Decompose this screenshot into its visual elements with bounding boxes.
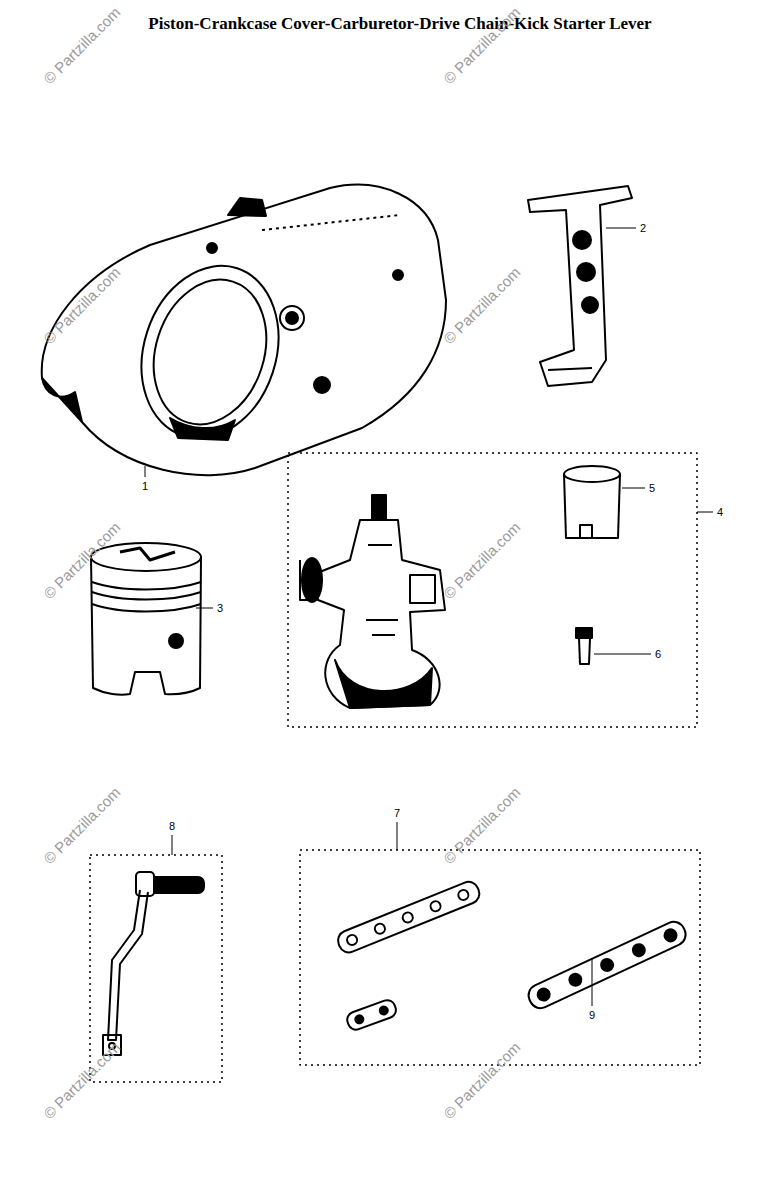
throttle-slide <box>564 466 620 538</box>
callout-number: 3 <box>217 602 223 614</box>
callout-number: 2 <box>640 222 646 234</box>
watermark: © Partzilla.com <box>40 264 123 347</box>
watermark: © Partzilla.com <box>40 1039 123 1122</box>
jet <box>576 628 592 664</box>
group-bracket <box>300 850 700 1065</box>
watermark: © Partzilla.com <box>440 784 523 867</box>
diagram-title: Piston-Crankcase Cover-Carburetor-Drive … <box>148 14 651 34</box>
callout-number: 4 <box>717 506 723 518</box>
callout-number: 8 <box>169 820 175 832</box>
watermark: © Partzilla.com <box>40 784 123 867</box>
group-bracket <box>288 453 697 727</box>
watermark: © Partzilla.com <box>440 1039 523 1122</box>
callout-number: 9 <box>589 1009 595 1021</box>
callout-number: 7 <box>394 807 400 819</box>
bracket <box>528 186 632 386</box>
watermark: © Partzilla.com <box>440 264 523 347</box>
leader-lines <box>145 228 713 1006</box>
callout-number: 1 <box>142 480 148 492</box>
kick-lever <box>103 872 204 1055</box>
watermark: © Partzilla.com <box>40 4 123 87</box>
carburetor <box>300 495 445 708</box>
watermark: © Partzilla.com <box>40 519 123 602</box>
crankcase-cover <box>42 185 446 475</box>
piston <box>91 543 201 695</box>
watermark: © Partzilla.com <box>440 519 523 602</box>
callout-number: 5 <box>649 482 655 494</box>
callout-number: 6 <box>655 648 661 660</box>
drive-chain <box>335 879 689 1032</box>
